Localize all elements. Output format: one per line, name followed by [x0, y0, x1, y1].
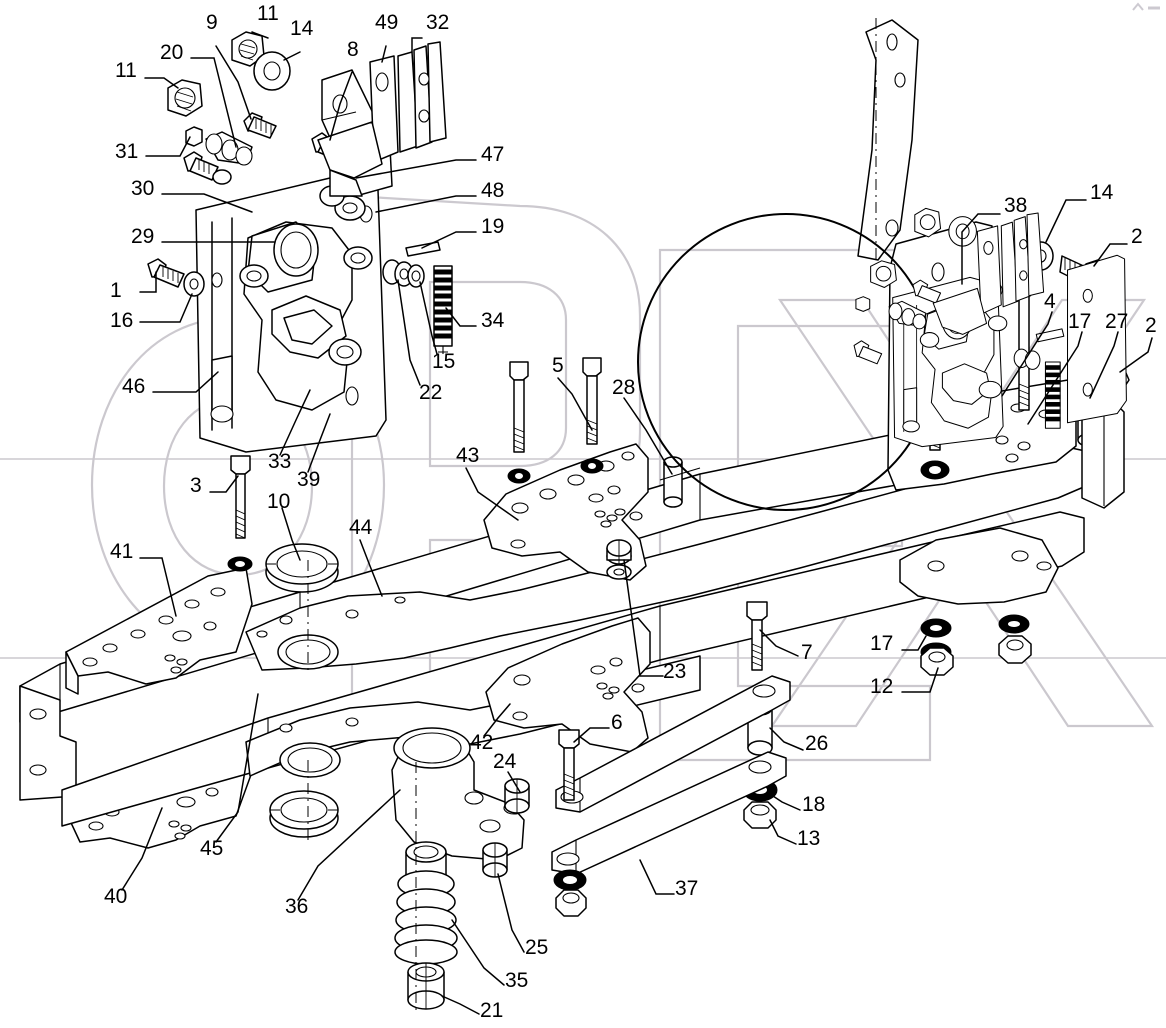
nut-31 [185, 126, 203, 147]
bolt-3 [227, 455, 253, 572]
callout-40[interactable]: 40 [104, 885, 128, 908]
link-bar-upper [555, 675, 791, 813]
callout-13[interactable]: 13 [797, 827, 821, 850]
callout-43[interactable]: 43 [456, 444, 480, 467]
callout-46[interactable]: 46 [122, 375, 146, 398]
bolt-30-area [183, 151, 232, 185]
callout-48[interactable]: 48 [481, 179, 505, 202]
callout-42[interactable]: 42 [470, 731, 494, 754]
corner-artifact [1132, 2, 1160, 11]
callout-2b[interactable]: 2 [1145, 314, 1157, 337]
callout-1[interactable]: 1 [110, 279, 122, 302]
spacer-24 [504, 778, 530, 814]
callout-36[interactable]: 36 [285, 895, 309, 918]
callout-11b[interactable]: 11 [115, 59, 137, 82]
hub-yoke [391, 727, 525, 861]
spacer-25 [482, 842, 508, 878]
callout-5[interactable]: 5 [552, 354, 564, 377]
callout-20[interactable]: 20 [160, 41, 184, 64]
hitch-linkage-body [239, 185, 373, 411]
callout-8[interactable]: 8 [347, 38, 359, 61]
bolt-7 [746, 601, 768, 671]
bolt-9 [243, 112, 277, 139]
callout-32[interactable]: 32 [426, 11, 450, 34]
callout-6[interactable]: 6 [611, 711, 623, 734]
center-lines [307, 560, 417, 1014]
callout-11a[interactable]: 11 [257, 2, 279, 25]
callout-29[interactable]: 29 [131, 225, 155, 248]
bolt-6 [558, 729, 580, 801]
callout-10[interactable]: 10 [267, 490, 291, 513]
washer-17-a [920, 618, 952, 638]
callout-41[interactable]: 41 [110, 540, 134, 563]
callout-33[interactable]: 33 [268, 450, 292, 473]
washer-nut-bottom-left [553, 869, 587, 917]
callout-47[interactable]: 47 [481, 143, 505, 166]
washer-16 [183, 271, 205, 297]
callout-14a[interactable]: 14 [290, 17, 314, 40]
flange-holes-upper [82, 587, 226, 674]
bushing-21 [407, 962, 445, 1010]
nut-12 [920, 647, 954, 676]
callout-12[interactable]: 12 [870, 675, 894, 698]
callout-19[interactable]: 19 [481, 215, 505, 238]
callout-2a[interactable]: 2 [1131, 225, 1143, 248]
link-bar-lower [551, 751, 787, 875]
callout-9[interactable]: 9 [206, 11, 218, 34]
washer-14-upper [253, 51, 291, 91]
bolt-5-left [507, 361, 531, 484]
nut-11-upper [231, 31, 265, 67]
callout-38[interactable]: 38 [1004, 194, 1028, 217]
callout-49[interactable]: 49 [375, 11, 399, 34]
nut-11-lower [167, 79, 203, 117]
drawbar-plate-upper [483, 443, 649, 581]
pin-19 [405, 241, 441, 257]
spacer-23 [606, 539, 632, 580]
callout-26[interactable]: 26 [805, 732, 829, 755]
callout-44[interactable]: 44 [349, 516, 373, 539]
callout-3[interactable]: 3 [190, 474, 202, 497]
callout-35[interactable]: 35 [505, 969, 529, 992]
detail-circle [637, 207, 1127, 511]
callout-39[interactable]: 39 [297, 468, 321, 491]
callout-45[interactable]: 45 [200, 837, 224, 860]
callout-14b[interactable]: 14 [1090, 181, 1114, 204]
callout-22[interactable]: 22 [419, 381, 443, 404]
lock-ring-10 [265, 543, 339, 593]
drawbar-plate-lower [485, 617, 651, 753]
upright-arm [857, 18, 919, 262]
spring-34 [433, 265, 453, 354]
callout-34[interactable]: 34 [481, 309, 505, 332]
block-49-plate-32 [317, 41, 447, 197]
callout-17b[interactable]: 17 [870, 632, 894, 655]
pin-28 [663, 456, 683, 508]
washers-22 [382, 259, 425, 288]
bellows-35 [394, 841, 458, 965]
leader-lines [121, 31, 1153, 1015]
callout-30[interactable]: 30 [131, 177, 155, 200]
callout-7[interactable]: 7 [801, 641, 813, 664]
plate-holes-upper [510, 451, 643, 549]
callout-4[interactable]: 4 [1044, 290, 1056, 313]
callout-17a[interactable]: 17 [1068, 310, 1092, 333]
callout-31[interactable]: 31 [115, 140, 139, 163]
callout-18[interactable]: 18 [802, 793, 826, 816]
callout-27[interactable]: 27 [1105, 310, 1129, 333]
callout-37[interactable]: 37 [675, 877, 699, 900]
pin-20 [205, 131, 253, 166]
callout-25[interactable]: 25 [525, 936, 549, 959]
lock-ring-36 [269, 790, 339, 838]
callout-15[interactable]: 15 [432, 350, 456, 373]
callout-23[interactable]: 23 [663, 660, 687, 683]
nut-13 [743, 801, 777, 829]
callout-28[interactable]: 28 [612, 376, 636, 399]
callout-24[interactable]: 24 [493, 750, 517, 773]
callout-16[interactable]: 16 [110, 309, 134, 332]
right-rear-bracket [899, 527, 1059, 605]
callout-21[interactable]: 21 [480, 999, 504, 1022]
bolt-1 [147, 258, 185, 288]
washer-nut-right-outer [998, 614, 1032, 664]
